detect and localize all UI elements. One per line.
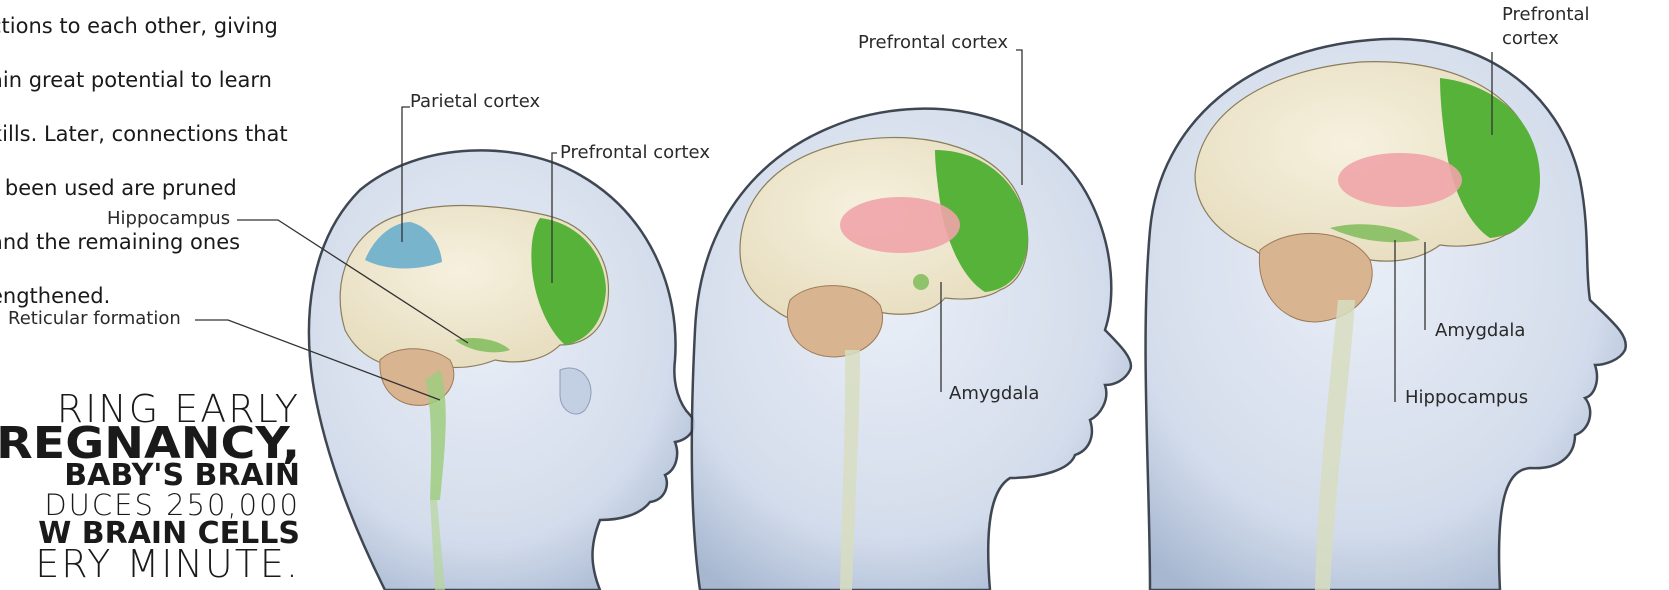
infant-head <box>309 150 694 590</box>
label-prefrontal-cortex-adult-line1: Prefrontal <box>1502 5 1589 25</box>
child-head <box>692 109 1131 590</box>
child-amygdala <box>913 274 929 290</box>
label-prefrontal-cortex-infant: Prefrontal cortex <box>560 143 710 163</box>
label-reticular-formation: Reticular formation <box>8 309 181 329</box>
adult-head <box>1146 39 1626 590</box>
label-hippocampus-infant: Hippocampus <box>107 209 230 229</box>
label-prefrontal-cortex-adult-line2: cortex <box>1502 29 1559 49</box>
label-prefrontal-cortex-child: Prefrontal cortex <box>858 33 1008 53</box>
label-hippocampus-adult: Hippocampus <box>1405 388 1528 408</box>
adult-limbic-system <box>1338 153 1462 207</box>
child-limbic-system <box>840 197 960 253</box>
label-amygdala-child: Amygdala <box>949 384 1039 404</box>
label-parietal-cortex: Parietal cortex <box>410 92 540 112</box>
label-amygdala-adult: Amygdala <box>1435 321 1525 341</box>
